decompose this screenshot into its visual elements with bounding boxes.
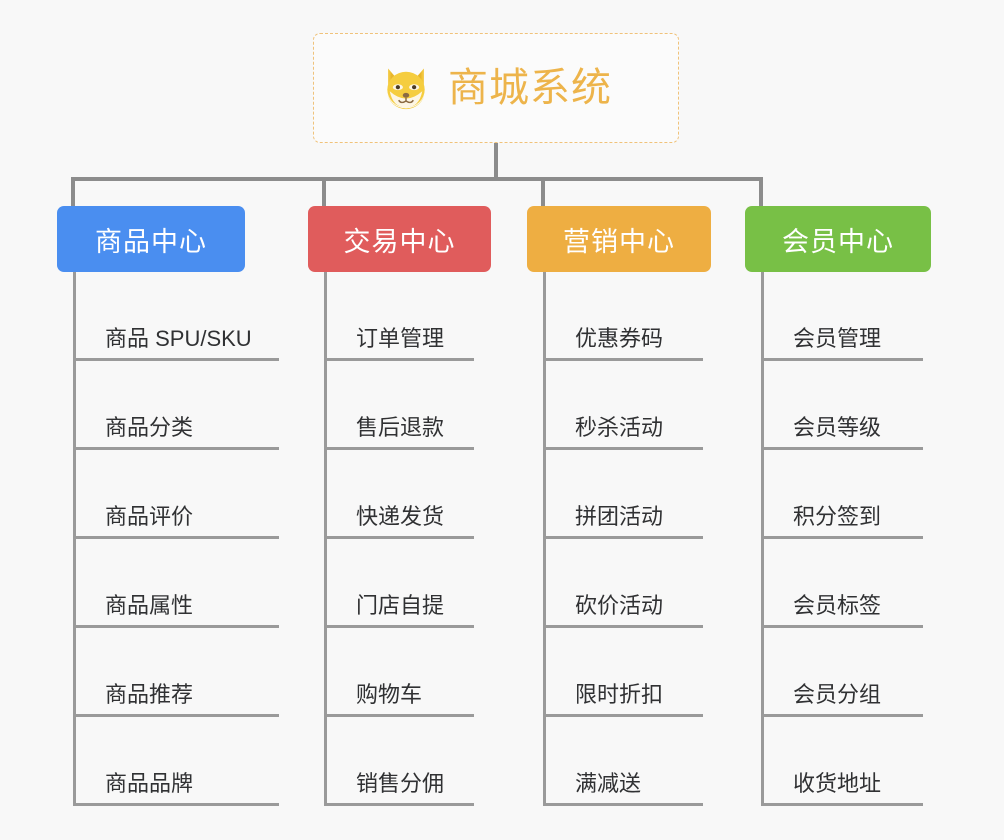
leaf-spine-line	[73, 272, 76, 806]
leaf-item-label: 售后退款	[356, 414, 445, 440]
leaf-underline	[73, 803, 279, 806]
leaf-item[interactable]: 优惠券码	[543, 272, 703, 361]
leaf-item[interactable]: 限时折扣	[543, 628, 703, 717]
leaf-underline	[324, 625, 474, 628]
leaf-item-label: 会员等级	[793, 414, 882, 440]
leaf-item[interactable]: 会员管理	[761, 272, 923, 361]
leaf-item-label: 会员管理	[793, 325, 882, 351]
leaf-item[interactable]: 售后退款	[324, 361, 474, 450]
leaf-item-label: 商品推荐	[105, 681, 194, 707]
leaf-underline	[761, 536, 923, 539]
leaf-underline	[543, 358, 703, 361]
leaf-item[interactable]: 快递发货	[324, 450, 474, 539]
root-node-label: 商城系统	[448, 66, 612, 110]
horizontal-bus-line	[71, 177, 763, 181]
category-drop-line-2	[322, 177, 326, 206]
leaf-item-label: 砍价活动	[575, 592, 664, 618]
leaf-underline	[761, 625, 923, 628]
leaf-underline	[761, 714, 923, 717]
leaf-underline	[324, 358, 474, 361]
leaf-item-label: 商品分类	[105, 414, 194, 440]
root-stem-line	[494, 143, 498, 181]
leaf-item-label: 商品品牌	[105, 770, 194, 796]
leaf-underline	[761, 803, 923, 806]
leaf-item-label: 购物车	[356, 681, 423, 707]
leaf-item[interactable]: 购物车	[324, 628, 474, 717]
leaf-item-label: 积分签到	[793, 503, 882, 529]
leaf-item[interactable]: 满减送	[543, 717, 703, 806]
leaf-item-label: 商品 SPU/SKU	[105, 325, 252, 351]
category-drop-line-1	[71, 177, 75, 206]
leaf-item-label: 商品属性	[105, 592, 194, 618]
leaf-item[interactable]: 销售分佣	[324, 717, 474, 806]
leaf-item[interactable]: 商品评价	[73, 450, 279, 539]
leaf-item-label: 秒杀活动	[575, 414, 664, 440]
leaf-item[interactable]: 商品分类	[73, 361, 279, 450]
leaf-underline	[324, 714, 474, 717]
leaf-item-label: 会员标签	[793, 592, 882, 618]
leaf-underline	[761, 358, 923, 361]
leaf-item-label: 收货地址	[793, 770, 882, 796]
category-label: 交易中心	[343, 226, 456, 257]
category-label: 会员中心	[782, 226, 894, 257]
leaf-underline	[543, 536, 703, 539]
leaf-item[interactable]: 订单管理	[324, 272, 474, 361]
leaf-item-label: 快递发货	[356, 503, 445, 529]
leaf-item[interactable]: 商品属性	[73, 539, 279, 628]
leaf-underline	[73, 714, 279, 717]
leaf-underline	[73, 447, 279, 450]
leaf-item[interactable]: 门店自提	[324, 539, 474, 628]
leaf-underline	[324, 447, 474, 450]
leaf-underline	[543, 625, 703, 628]
category-drop-line-4	[759, 177, 763, 206]
leaf-item[interactable]: 商品推荐	[73, 628, 279, 717]
leaf-item-label: 优惠券码	[575, 325, 664, 351]
leaf-item[interactable]: 积分签到	[761, 450, 923, 539]
leaf-underline	[543, 714, 703, 717]
category-box-4[interactable]: 会员中心	[745, 206, 931, 272]
leaf-underline	[324, 803, 474, 806]
leaf-item[interactable]: 拼团活动	[543, 450, 703, 539]
leaf-underline	[324, 536, 474, 539]
leaf-item[interactable]: 会员等级	[761, 361, 923, 450]
leaf-item-label: 满减送	[575, 770, 642, 796]
leaf-item[interactable]: 秒杀活动	[543, 361, 703, 450]
leaf-item-label: 拼团活动	[575, 503, 664, 529]
category-label: 营销中心	[563, 226, 675, 257]
leaf-item-label: 商品评价	[105, 503, 194, 529]
category-label: 商品中心	[95, 226, 207, 257]
leaf-underline	[543, 447, 703, 450]
leaf-item-label: 门店自提	[356, 592, 445, 618]
dog-face-icon	[380, 62, 432, 114]
root-node-mall-system[interactable]: 商城系统	[313, 33, 679, 143]
leaf-underline	[73, 358, 279, 361]
leaf-item-label: 销售分佣	[356, 770, 445, 796]
leaf-underline	[73, 625, 279, 628]
category-box-2[interactable]: 交易中心	[308, 206, 491, 272]
leaf-underline	[73, 536, 279, 539]
leaf-item[interactable]: 商品 SPU/SKU	[73, 272, 279, 361]
leaf-spine-line	[324, 272, 327, 806]
category-box-3[interactable]: 营销中心	[527, 206, 711, 272]
leaf-spine-line	[543, 272, 546, 806]
leaf-item[interactable]: 商品品牌	[73, 717, 279, 806]
leaf-item-label: 订单管理	[356, 325, 445, 351]
leaf-underline	[543, 803, 703, 806]
leaf-item[interactable]: 砍价活动	[543, 539, 703, 628]
leaf-item[interactable]: 会员标签	[761, 539, 923, 628]
leaf-item[interactable]: 会员分组	[761, 628, 923, 717]
category-box-1[interactable]: 商品中心	[57, 206, 245, 272]
leaf-item-label: 会员分组	[793, 681, 882, 707]
leaf-underline	[761, 447, 923, 450]
leaf-item[interactable]: 收货地址	[761, 717, 923, 806]
leaf-item-label: 限时折扣	[575, 681, 664, 707]
category-drop-line-3	[541, 177, 545, 206]
leaf-spine-line	[761, 272, 764, 806]
